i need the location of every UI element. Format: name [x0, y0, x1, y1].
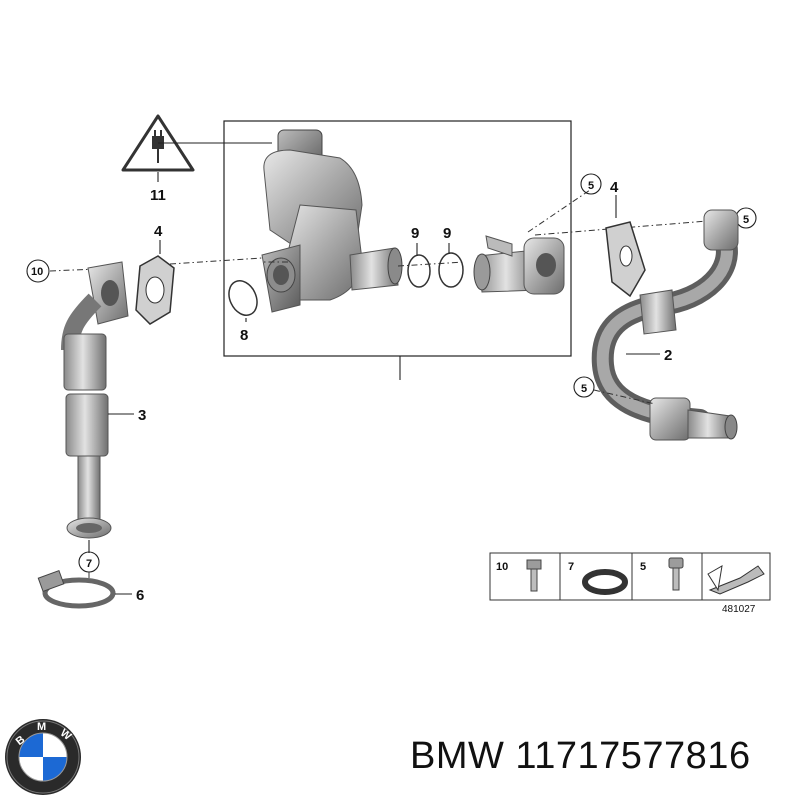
- o-ring-8-icon: [228, 280, 258, 316]
- clamp-icon: [37, 570, 116, 609]
- part-number-caption: BMW 11717577816: [410, 735, 751, 777]
- hex-bolt-icon: [526, 559, 542, 592]
- svg-text:M: M: [37, 721, 46, 733]
- callout-10: 10: [31, 266, 43, 278]
- legend-number-7: 7: [568, 561, 574, 573]
- callout-5-upper-right: 5: [743, 214, 749, 226]
- callout-4-right: 4: [610, 179, 619, 196]
- assembly-frame: [223, 120, 572, 357]
- arrow-icon: [707, 565, 765, 595]
- callout-3: 3: [138, 407, 146, 424]
- callout-8: 8: [240, 327, 248, 344]
- parts-legend: 10 7 5: [489, 552, 771, 601]
- callout-4-left: 4: [154, 223, 163, 240]
- connector-pipe-icon: [473, 235, 565, 295]
- callout-5-top: 5: [588, 180, 594, 192]
- egr-valve-icon: [261, 129, 403, 313]
- seal-ring-icon: [582, 569, 628, 595]
- callout-9a: 9: [411, 225, 419, 242]
- o-ring-9a-icon: [407, 254, 431, 288]
- egr-pipe-left-icon: [61, 261, 129, 539]
- callout-11: 11: [150, 187, 166, 204]
- callout-9b: 9: [443, 225, 451, 242]
- callout-5-lower-right: 5: [581, 383, 587, 395]
- socket-screw-icon: [668, 557, 684, 591]
- callout-7: 7: [86, 558, 92, 570]
- callout-6: 6: [136, 587, 144, 604]
- egr-pipe-right-icon: [591, 209, 739, 441]
- o-ring-9b-icon: [438, 252, 464, 288]
- legend-number-5: 5: [640, 561, 646, 573]
- diagram-code: 481027: [722, 604, 756, 615]
- bmw-logo-icon: B M W: [5, 719, 81, 795]
- legend-number-10: 10: [496, 561, 508, 573]
- callout-2: 2: [664, 347, 672, 364]
